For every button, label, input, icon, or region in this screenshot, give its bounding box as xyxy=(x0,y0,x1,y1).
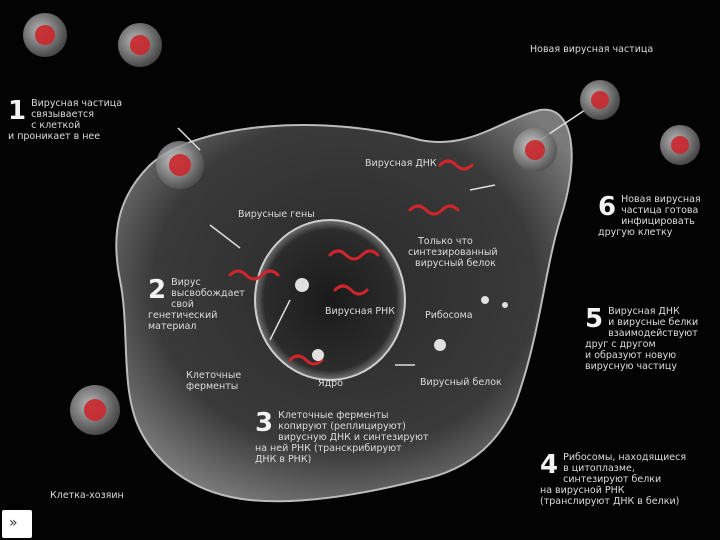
label-new-protein-2: синтезированный xyxy=(408,247,498,258)
label-viral-genes: Вирусные гены xyxy=(238,209,315,220)
label-enzymes-2: ферменты xyxy=(186,381,239,392)
step-4: 4 Рибосомы, находящиеся в цитоплазме, си… xyxy=(540,450,687,507)
step-5: 5 Вирусная ДНК и вирусные белки взаимоде… xyxy=(585,304,699,372)
step-6: 6 Новая вирусная частица готова инфициро… xyxy=(598,192,701,238)
step-2-number: 2 xyxy=(148,275,167,305)
label-viral-protein: Вирусный белок xyxy=(420,377,502,388)
step-6-text: Новая вирусная частица готова инфицирова… xyxy=(598,194,701,238)
label-viral-dna: Вирусная ДНК xyxy=(365,158,437,169)
ribosomes xyxy=(295,278,508,361)
step-1-number: 1 xyxy=(8,96,27,126)
nucleus-membrane xyxy=(254,219,406,381)
step-3-number: 3 xyxy=(255,408,274,438)
double-chevron-icon: » xyxy=(9,515,18,531)
label-new-protein-3: вирусный белок xyxy=(415,258,496,269)
step-2-text: Вирус высвобождает свой генетический мат… xyxy=(148,277,245,332)
label-enzymes-1: Клеточные xyxy=(186,370,242,381)
step-6-number: 6 xyxy=(598,192,617,222)
step-5-number: 5 xyxy=(585,304,604,334)
label-new-protein-1: Только что xyxy=(418,236,473,247)
virus-cores xyxy=(35,25,689,421)
step-3: 3 Клеточные ферменты копируют (реплициру… xyxy=(255,408,429,465)
dna-strands xyxy=(228,159,474,366)
slide-nav-button[interactable]: » xyxy=(2,510,32,538)
step-3-text: Клеточные ферменты копируют (реплицируют… xyxy=(255,410,429,465)
step-1-text: Вирусная частица связывается с клеткой и… xyxy=(8,98,123,142)
step-5-text: Вирусная ДНК и вирусные белки взаимодейс… xyxy=(585,306,699,372)
label-ribosome: Рибосома xyxy=(425,310,473,321)
step-4-text: Рибосомы, находящиеся в цитоплазме, синт… xyxy=(540,452,687,507)
step-4-number: 4 xyxy=(540,450,559,480)
step-1: 1 Вирусная частица связывается с клеткой… xyxy=(8,96,123,142)
label-viral-rna: Вирусная РНК xyxy=(325,306,395,317)
step-2: 2 Вирус высвобождает свой генетический м… xyxy=(148,275,245,332)
label-new-particle: Новая вирусная частица xyxy=(530,44,654,55)
label-nucleus: Ядро xyxy=(318,378,344,389)
label-host-cell: Клетка-хозяин xyxy=(50,490,124,501)
